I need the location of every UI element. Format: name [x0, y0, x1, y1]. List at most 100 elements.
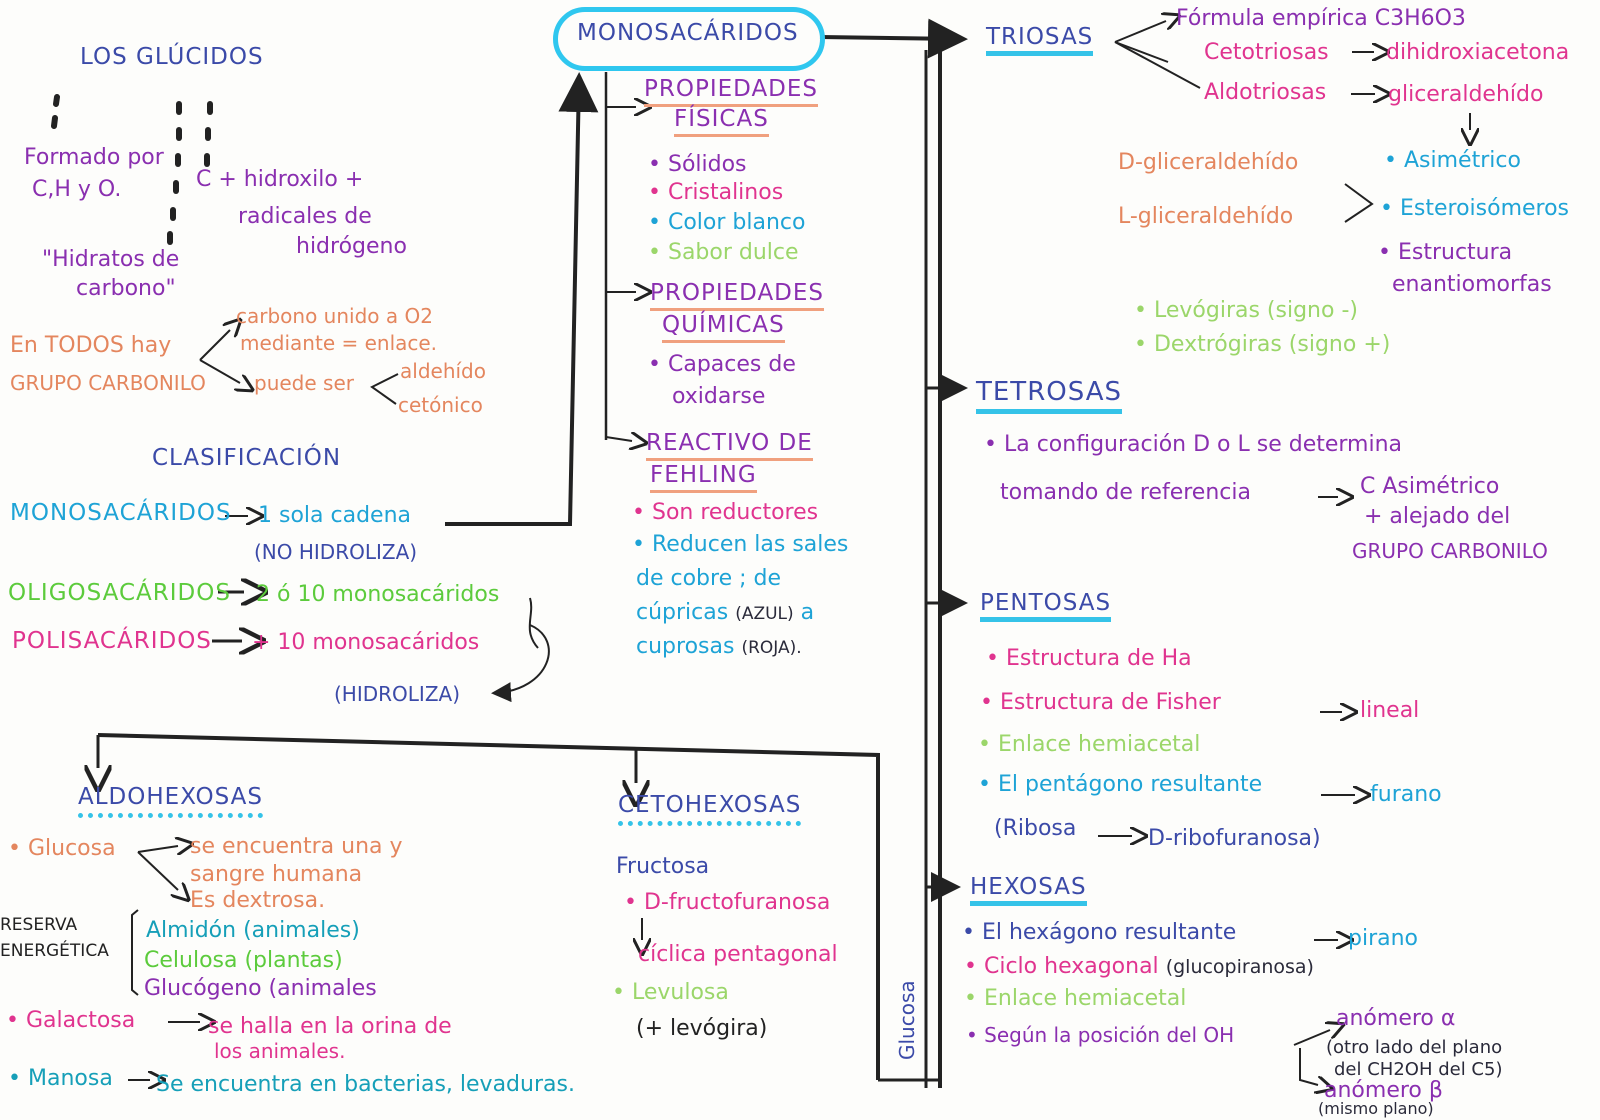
- hexosas-pirano: pirano: [1348, 926, 1419, 951]
- triosas-gliceraldehido: gliceraldehído: [1388, 82, 1544, 107]
- fisica-cristalinos: • Cristalinos: [648, 180, 784, 205]
- aldohexosas-glucosa-2: sangre humana: [190, 862, 363, 887]
- fisica-color: • Color blanco: [648, 210, 806, 235]
- triosas-levogiras: • Levógiras (signo -): [1134, 298, 1358, 323]
- triosas-cetotriosas: Cetotriosas: [1204, 40, 1329, 65]
- triosas-enantiomorfas: enantiomorfas: [1392, 272, 1552, 297]
- fehling-roja: (ROJA).: [741, 638, 802, 658]
- quimica-oxidarse: oxidarse: [672, 384, 766, 409]
- hexosas-hexagono: • El hexágono resultante: [962, 920, 1237, 945]
- triosas-aldotriosas: Aldotriosas: [1204, 80, 1327, 105]
- triosas-esteroisomeros-label: Esteroisómeros: [1399, 196, 1570, 221]
- cetohexosas-ciclica: cíclica pentagonal: [638, 942, 838, 967]
- aldohexosas-glucosa-3: Es dextrosa.: [190, 888, 326, 913]
- aldohexosas-glucosa-label: Glucosa: [27, 836, 116, 861]
- formula-line-1: C + hidroxilo +: [196, 167, 364, 192]
- tetrosas-grupo-carbonilo: GRUPO CARBONILO: [1352, 539, 1548, 563]
- triosas-estructura-label: Estructura: [1397, 240, 1513, 265]
- clas-poli-desc: + 10 monosacáridos: [252, 630, 480, 655]
- cetohexosas-fructofuranosa-label: D-fructofuranosa: [643, 890, 831, 915]
- pentosas-furano: furano: [1370, 782, 1442, 807]
- reserva-glucogeno: Glucógeno (animales: [144, 976, 377, 1001]
- quimica-capaces: • Capaces de: [648, 352, 796, 377]
- triosas-asimetrico-label: Asimétrico: [1403, 148, 1521, 173]
- triosas-esteroisomeros: • Esteroisómeros: [1380, 196, 1570, 221]
- hexosas-anomero-beta: anómero β: [1324, 1078, 1443, 1103]
- aldohexosas-manosa: • Manosa: [8, 1066, 113, 1091]
- hexosas-glucopiranosa: (glucopiranosa): [1165, 956, 1314, 978]
- aldohexosas-galactosa-2: los animales.: [214, 1039, 346, 1063]
- aldohexosas-galactosa: • Galactosa: [6, 1008, 136, 1033]
- cetohexosas-levulosa-label: Levulosa: [631, 980, 729, 1005]
- pentosas-lineal: lineal: [1360, 698, 1420, 723]
- prop-fisicas-1: PROPIEDADES: [644, 76, 819, 108]
- carbonilo-todos: En TODOS hay: [10, 333, 172, 358]
- tetrosas-line-1-label: La configuración D o L se determina: [1003, 432, 1403, 457]
- prop-quimicas-1: PROPIEDADES: [650, 280, 825, 312]
- reserva-label-1: RESERVA: [0, 915, 78, 935]
- clas-no-hidroliza: (NO HIDROLIZA): [254, 540, 418, 564]
- reactivo-fehling-1: REACTIVO DE: [646, 430, 813, 462]
- clas-mono: MONOSACÁRIDOS: [10, 500, 232, 526]
- hexosas-ciclo-label: Ciclo hexagonal: [983, 954, 1159, 979]
- hexosas-posicion-label: Según la posición del OH: [984, 1023, 1235, 1047]
- tetrosas-line-2: tomando de referencia: [1000, 480, 1251, 505]
- pentosas-haworth: • Estructura de Ha: [986, 646, 1192, 671]
- clas-mono-desc: 1 sola cadena: [258, 503, 412, 528]
- reactivo-fehling-2: FEHLING: [650, 462, 757, 494]
- triosas-dextrogiras-label: Dextrógiras (signo +): [1153, 332, 1391, 357]
- hexosas-hemiacetal-label: Enlace hemiacetal: [983, 986, 1187, 1011]
- formado-text: Formado por: [24, 145, 164, 170]
- chyo-text: C,H y O.: [32, 177, 122, 202]
- fisica-solidos-label: Sólidos: [667, 152, 747, 177]
- triosas-asimetrico: • Asimétrico: [1384, 148, 1521, 173]
- fisica-sabor: • Sabor dulce: [648, 240, 799, 265]
- pentosas-pentagono-label: El pentágono resultante: [997, 772, 1263, 797]
- prop-quimicas-2: QUÍMICAS: [662, 312, 785, 344]
- hidratos-line-2: carbono": [76, 276, 176, 301]
- clas-oligo: OLIGOSACÁRIDOS: [8, 580, 231, 606]
- clas-poli: POLISACÁRIDOS: [12, 628, 212, 654]
- carbonilo-puede: puede ser: [254, 371, 354, 395]
- fehling-cobre: de cobre ; de: [636, 566, 782, 591]
- triosas-d-gliceraldehido: D-gliceraldehído: [1118, 150, 1299, 175]
- carbonilo-def-1: carbono unido a O2: [236, 304, 433, 328]
- fehling-cupricas: cúpricas (AZUL) a: [636, 600, 814, 625]
- hexosas-anomero-alfa: anómero α: [1336, 1006, 1456, 1031]
- fisica-solidos: • Sólidos: [648, 152, 747, 177]
- aldohexosas-galactosa-1: se halla en la orina de: [208, 1014, 452, 1039]
- page-title: LOS GLÚCIDOS: [80, 44, 264, 70]
- triosas-formula: Fórmula empírica C3H6O3: [1176, 6, 1466, 31]
- triosas-dihidroxiacetona: dihidroxiacetona: [1386, 40, 1570, 65]
- hexosas-posicion: • Según la posición del OH: [966, 1023, 1235, 1047]
- hexosas-alfa-desc-2: del CH2OH del C5): [1334, 1059, 1503, 1080]
- carbonilo-def-2: mediante = enlace.: [240, 331, 438, 355]
- fehling-azul: (AZUL): [735, 604, 794, 624]
- aldohexosas-manosa-label: Manosa: [27, 1066, 113, 1091]
- formula-line-3: hidrógeno: [296, 234, 407, 259]
- tetrosas-alejado: + alejado del: [1364, 504, 1511, 529]
- clasificacion-heading: CLASIFICACIÓN: [152, 445, 342, 471]
- cetohexosas-fructosa: Fructosa: [616, 854, 710, 879]
- carbonilo-cetonico: cetónico: [398, 393, 483, 417]
- fehling-sales: • Reducen las sales: [632, 532, 849, 557]
- monosacaridos-highlight: [553, 7, 825, 71]
- pentosas-ribofuranosa: D-ribofuranosa): [1148, 826, 1321, 851]
- fehling-a: a: [800, 600, 815, 625]
- triosas-l-gliceraldehido: L-gliceraldehído: [1118, 204, 1294, 229]
- aldohexosas-manosa-desc: Se encuentra en bacterias, levaduras.: [156, 1072, 575, 1097]
- pentosas-pentagono: • El pentágono resultante: [978, 772, 1263, 797]
- hexosas-beta-desc: (mismo plano): [1318, 1099, 1434, 1118]
- fehling-cuprosas: cuprosas (ROJA).: [636, 634, 802, 659]
- cetohexosas-title: CETOHEXOSAS: [618, 792, 802, 827]
- prop-fisicas-2: FÍSICAS: [674, 106, 769, 138]
- pentosas-hemiacetal-label: Enlace hemiacetal: [997, 732, 1201, 757]
- monosacaridos-title: MONOSACÁRIDOS: [577, 20, 799, 46]
- hexosas-glucosa-vertical: Glucosa: [895, 980, 919, 1060]
- triosas-title: TRIOSAS: [986, 24, 1094, 57]
- fehling-sales-label: Reducen las sales: [651, 532, 849, 557]
- triosas-dextrogiras: • Dextrógiras (signo +): [1134, 332, 1391, 357]
- clas-hidroliza: (HIDROLIZA): [334, 682, 461, 706]
- triosas-levogiras-label: Levógiras (signo -): [1153, 298, 1358, 323]
- carbonilo-grupo: GRUPO CARBONILO: [10, 371, 206, 395]
